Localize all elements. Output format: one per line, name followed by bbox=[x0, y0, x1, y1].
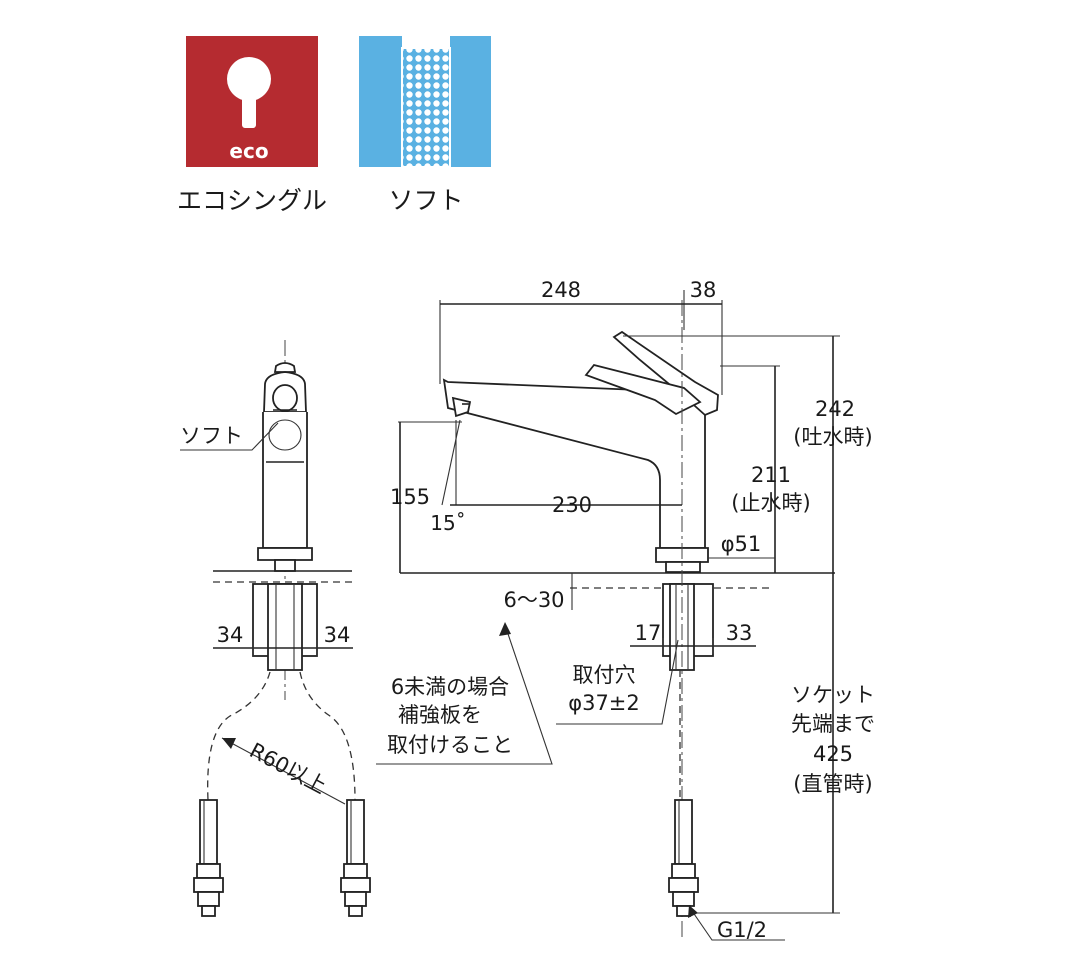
note-line-1: 6未満の場合 bbox=[391, 675, 509, 699]
eco-icon-text: eco bbox=[229, 139, 268, 163]
dim-242: 242 bbox=[815, 397, 855, 421]
note-line-3: 取付けること bbox=[387, 733, 513, 757]
side-dim-left: 34 bbox=[217, 623, 244, 647]
hole-label-2: φ37±2 bbox=[568, 691, 640, 715]
dim-155: 155 bbox=[390, 485, 430, 509]
side-dim-right: 34 bbox=[324, 623, 351, 647]
dim-248: 248 bbox=[541, 278, 581, 302]
front-view: 248 38 242 (吐水時) 211 (止水時) 155 15˚ 230 φ… bbox=[376, 278, 875, 942]
dim-33: 33 bbox=[726, 621, 753, 645]
socket-line-2: 先端まで bbox=[791, 712, 875, 736]
soft-water-icon bbox=[359, 36, 491, 168]
left-hose-fitting bbox=[193, 799, 224, 917]
thread-label: G1/2 bbox=[717, 918, 767, 942]
dim-6-30: 6～30 bbox=[503, 588, 564, 612]
side-radius-label: R60以上 bbox=[246, 738, 331, 798]
dim-17: 17 bbox=[635, 621, 662, 645]
soft-caption: ソフト bbox=[388, 186, 463, 215]
socket-line-1: ソケット bbox=[791, 683, 875, 707]
note-line-2: 補強板を bbox=[398, 703, 482, 727]
dim-211-note: (止水時) bbox=[731, 491, 810, 515]
right-hose-fitting bbox=[340, 799, 371, 917]
dim-phi51: φ51 bbox=[721, 532, 762, 556]
socket-line-4: (直管時) bbox=[793, 772, 872, 796]
dim-38: 38 bbox=[690, 278, 717, 302]
dim-230: 230 bbox=[552, 493, 592, 517]
side-view: 34 34 R60以上 ソフト bbox=[180, 340, 371, 917]
dim-211: 211 bbox=[751, 463, 791, 487]
socket-line-3: 425 bbox=[813, 742, 853, 766]
hole-label-1: 取付穴 bbox=[573, 663, 636, 687]
dim-242-note: (吐水時) bbox=[793, 425, 872, 449]
angle-15: 15˚ bbox=[430, 511, 465, 535]
eco-single-icon: eco bbox=[186, 36, 318, 167]
eco-single-caption: エコシングル bbox=[177, 186, 327, 215]
side-soft-label: ソフト bbox=[180, 424, 243, 448]
